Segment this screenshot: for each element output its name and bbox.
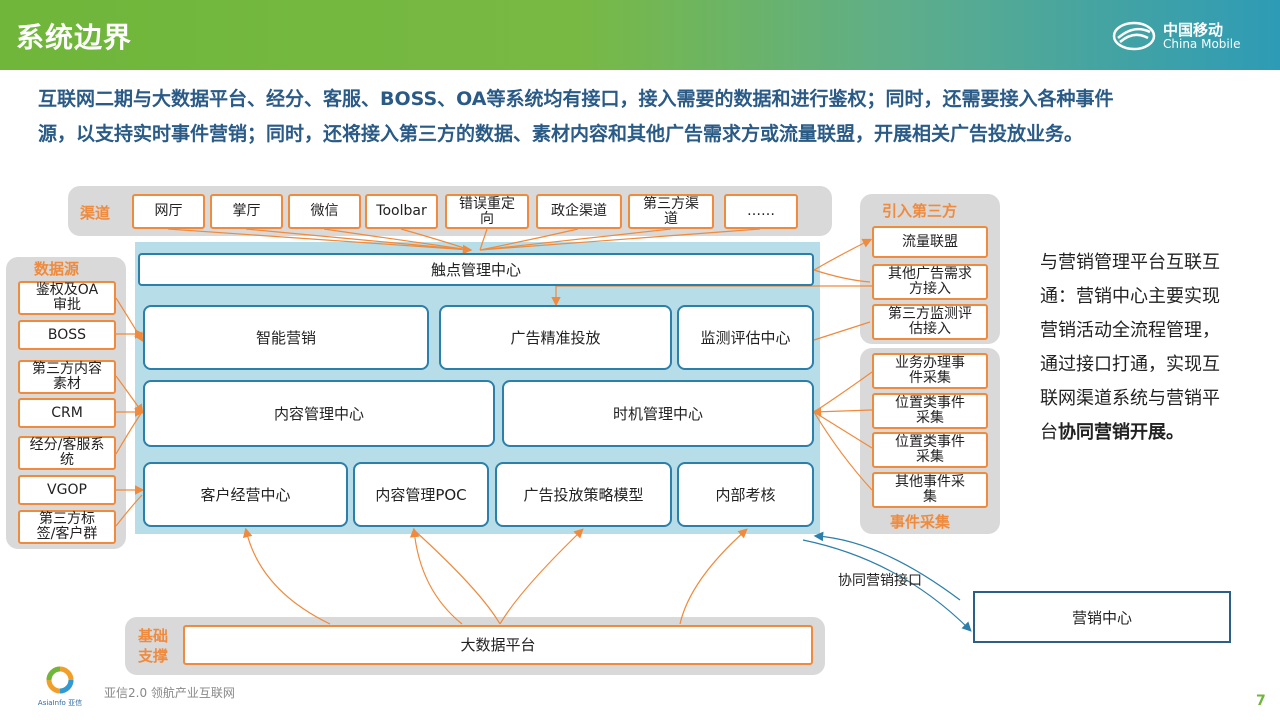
customer-operation-box: 客户经营中心 <box>143 462 348 527</box>
intro-line: 源，以支持实时事件营销；同时，还将接入第三方的数据、素材内容和其他广告需求方或流… <box>38 123 1084 145</box>
channel-label: 渠道 <box>80 204 111 222</box>
side-note-emphasis: 协同营销开展。 <box>1058 422 1184 443</box>
datasource-item: VGOP <box>18 475 116 505</box>
event-item: 其他事件采集 <box>872 472 988 508</box>
touchpoint-center: 触点管理中心 <box>138 253 814 286</box>
channel-item: 政企渠道 <box>536 194 622 229</box>
third-party-item: 其他广告需求方接入 <box>872 264 988 300</box>
event-item: 业务办理事件采集 <box>872 353 988 389</box>
base-label: 基础支撑 <box>138 627 169 665</box>
header-bar: 系统边界 中国移动 China Mobile <box>0 0 1280 70</box>
smart-marketing-box: 智能营销 <box>143 305 429 370</box>
datasource-item: 鉴权及OA审批 <box>18 281 116 315</box>
side-note-text: 与营销管理平台互联互通：营销中心主要实现营销活动全流程管理，通过接口打通，实现互… <box>1040 252 1220 443</box>
event-label: 事件采集 <box>890 513 951 531</box>
ad-strategy-model-box: 广告投放策略模型 <box>495 462 672 527</box>
intro-text: 互联网二期与大数据平台、经分、客服、BOSS、OA等系统均有接口，接入需要的数据… <box>38 82 1253 152</box>
precision-ad-box: 广告精准投放 <box>439 305 672 370</box>
brand-name-en: China Mobile <box>1163 37 1241 51</box>
channel-item: 掌厅 <box>210 194 283 229</box>
channel-item: Toolbar <box>365 194 438 229</box>
datasource-label: 数据源 <box>34 260 80 278</box>
datasource-item: 第三方内容素材 <box>18 360 116 394</box>
footer-slogan: 亚信2.0 领航产业互联网 <box>104 686 235 700</box>
event-item: 位置类事件采集 <box>872 432 988 468</box>
channel-item: 微信 <box>288 194 361 229</box>
big-data-platform-box: 大数据平台 <box>183 625 813 665</box>
monitoring-center-box: 监测评估中心 <box>677 305 814 370</box>
datasource-item: CRM <box>18 398 116 428</box>
third-party-label: 引入第三方 <box>882 202 958 220</box>
channel-item: …… <box>724 194 798 229</box>
china-mobile-logo-icon <box>1112 21 1156 51</box>
marketing-center-box: 营销中心 <box>973 591 1231 643</box>
asiainfo-logo-icon: AsiaInfo 亚信 <box>38 666 82 707</box>
datasource-item: 第三方标签/客户群 <box>18 510 116 544</box>
channel-item: 错误重定向 <box>445 194 529 229</box>
page-number: 7 <box>1256 693 1266 709</box>
logo-text: AsiaInfo 亚信 <box>38 698 82 707</box>
internal-assessment-box: 内部考核 <box>677 462 814 527</box>
channel-item: 网厅 <box>132 194 205 229</box>
datasource-item: BOSS <box>18 320 116 350</box>
slide-title: 系统边界 <box>16 21 133 54</box>
third-party-item: 第三方监测评估接入 <box>872 304 988 340</box>
channel-item: 第三方渠道 <box>628 194 714 229</box>
brand-name-cn: 中国移动 <box>1163 21 1224 39</box>
datasource-item: 经分/客服系统 <box>18 436 116 470</box>
content-poc-box: 内容管理POC <box>353 462 489 527</box>
content-management-box: 内容管理中心 <box>143 380 495 447</box>
event-item: 位置类事件采集 <box>872 393 988 429</box>
third-party-item: 流量联盟 <box>872 226 988 258</box>
side-note: 与营销管理平台互联互通：营销中心主要实现营销活动全流程管理，通过接口打通，实现互… <box>1040 246 1220 450</box>
intro-line: 互联网二期与大数据平台、经分、客服、BOSS、OA等系统均有接口，接入需要的数据… <box>38 88 1114 110</box>
collab-interface-label: 协同营销接口 <box>838 573 922 589</box>
timing-management-box: 时机管理中心 <box>502 380 814 447</box>
